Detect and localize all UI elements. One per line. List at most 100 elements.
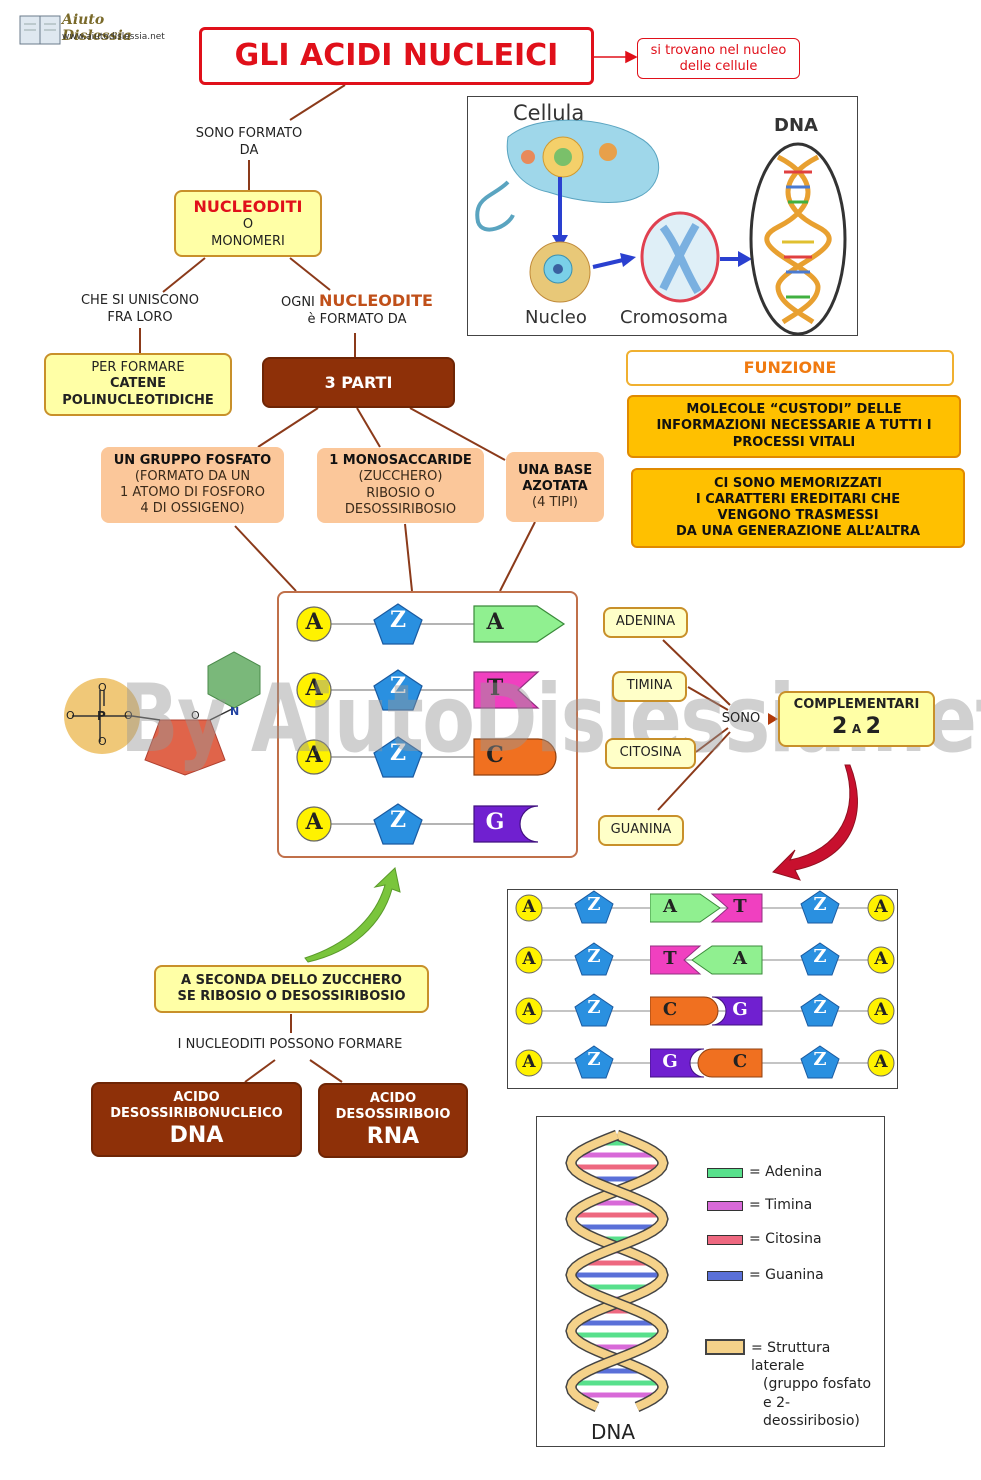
dna-legend-box: DNA = Adenina = Timina = Citosina = Guan… — [536, 1116, 885, 1447]
catene-line3: POLINUCLEOTIDICHE — [62, 392, 214, 408]
complementari-line2: 2 A 2 — [832, 713, 881, 741]
funzione-line: PROCESSI VITALI — [732, 434, 856, 450]
sugar-letter: Z — [813, 997, 827, 1018]
logo: Aiuto Dislessia www.aiutodislessia.net — [18, 10, 178, 50]
nucleotidi-monomeri: MONOMERI — [211, 233, 285, 249]
sugar-letter: Z — [389, 607, 407, 633]
cell-illustration — [475, 119, 847, 336]
base-shape — [473, 605, 566, 643]
pair-right-letter: T — [733, 896, 747, 917]
pair-shapes — [650, 996, 763, 1026]
phosphate-letter: A — [305, 742, 323, 768]
sugar-letter: Z — [389, 807, 407, 833]
molecule-o: O — [98, 735, 107, 748]
helix-dna-label: DNA — [591, 1420, 636, 1444]
phosphate-circle — [296, 672, 332, 708]
page-title-text: GLI ACIDI NUCLEICI — [234, 38, 559, 74]
base-label: GUANINA — [610, 822, 672, 838]
sugar-pentagon — [574, 1045, 614, 1079]
base-label: CITOSINA — [619, 745, 682, 761]
phosphate-letter: A — [305, 675, 323, 701]
possono-label: I NUCLEODITI POSSONO FORMARE — [177, 1037, 403, 1052]
base-head2: AZOTATA — [522, 478, 588, 494]
zucchero-head: 1 MONOSACCARIDE — [329, 453, 472, 468]
phosphate-circle — [515, 894, 543, 922]
base-letter: A — [486, 609, 504, 635]
page-title: GLI ACIDI NUCLEICI — [199, 27, 594, 85]
legend-label: = Citosina — [749, 1231, 822, 1247]
struttura-line: = Struttura laterale — [751, 1340, 831, 1375]
sugar-letter: Z — [813, 1049, 827, 1070]
dna-box: ACIDO DESOSSIRIBONUCLEICO DNA — [91, 1082, 302, 1157]
cellula-label: Cellula — [513, 101, 585, 125]
ogni-label: OGNI NUCLEODITE è FORMATO DA — [262, 291, 452, 329]
legend-swatch — [707, 1168, 743, 1178]
pair-shapes — [650, 893, 763, 923]
complementari-n2: 2 — [865, 714, 881, 740]
phosphate-letter: A — [874, 897, 888, 917]
complementari-a: A — [851, 722, 862, 737]
base-adenina: ADENINA — [603, 607, 688, 638]
funzione-title-box: FUNZIONE — [626, 350, 954, 386]
ogni-line: OGNI NUCLEODITE — [262, 291, 452, 312]
phosphate-circle — [515, 997, 543, 1025]
catene-line2: CATENE — [109, 376, 167, 392]
pair-shapes — [650, 1048, 763, 1078]
fosfato-head: UN GRUPPO FOSFATO — [113, 452, 272, 468]
title-note-line: delle cellule — [679, 58, 758, 74]
phosphate-letter: A — [874, 1052, 888, 1072]
base-shape — [473, 738, 557, 776]
zucchero-line: RIBOSIO O — [366, 485, 435, 501]
pair-right-letter: G — [732, 999, 748, 1020]
base-guanina: GUANINA — [598, 815, 684, 846]
sono-label: SONO — [721, 711, 761, 726]
base-line: (4 TIPI) — [532, 495, 578, 511]
sugar-letter: Z — [587, 1049, 601, 1070]
struttura-text: = Struttura laterale (gruppo fosfato e 2… — [751, 1339, 884, 1430]
struttura-swatch — [705, 1339, 745, 1355]
rna-box: ACIDO DESOSSIRIBOIO RNA — [318, 1083, 468, 1158]
legend-label: = Guanina — [749, 1267, 824, 1283]
legend-swatch — [707, 1201, 743, 1211]
catene-line1: PER FORMARE — [91, 360, 185, 376]
tre-parti-text: 3 PARTI — [324, 372, 393, 392]
sugar-letter: Z — [389, 673, 407, 699]
phosphate-circle — [867, 894, 895, 922]
zucchero-line: (ZUCCHERO) — [358, 469, 443, 485]
ogni-post: è FORMATO DA — [307, 311, 407, 327]
zucchero-box: 1 MONOSACCARIDE (ZUCCHERO) RIBOSIO O DES… — [317, 448, 484, 523]
molecule-o: O — [124, 709, 133, 722]
phosphate-circle — [515, 946, 543, 974]
sugar-letter: Z — [587, 946, 601, 967]
funzione-box-1: MOLECOLE “CUSTODI” DELLE INFORMAZIONI NE… — [627, 395, 961, 458]
molecule-o: O — [191, 709, 200, 722]
nucleotidi-o: O — [242, 217, 254, 233]
sugar-pentagon — [800, 890, 840, 924]
seconda-line: SE RIBOSIO O DESOSSIRIBOSIO — [177, 989, 406, 1004]
dna-line1: ACIDO — [173, 1089, 220, 1105]
funzione-line: DA UNA GENERAZIONE ALL’ALTRA — [675, 524, 921, 540]
legend-swatch — [707, 1235, 743, 1245]
pair-left-letter: T — [663, 948, 677, 969]
sugar-letter: Z — [813, 946, 827, 967]
label-line: CHE SI UNISCONO — [80, 293, 199, 308]
base-timina: TIMINA — [612, 671, 687, 702]
phosphate-circle — [296, 606, 332, 642]
struttura-line: (gruppo fosfato — [763, 1376, 872, 1393]
phosphate-letter: A — [305, 609, 323, 635]
base-citosina: CITOSINA — [605, 738, 696, 769]
catene-box: PER FORMARE CATENE POLINUCLEOTIDICHE — [44, 353, 232, 416]
label-line: SONO FORMATO — [195, 126, 303, 141]
phosphate-letter: A — [874, 949, 888, 969]
dna-line3: DNA — [169, 1123, 224, 1148]
base-shape — [473, 671, 540, 709]
sono-formato-label: SONO FORMATO DA — [185, 126, 313, 160]
phosphate-circle — [867, 946, 895, 974]
molecule-n: N — [230, 705, 240, 718]
legend-label: = Adenina — [749, 1164, 823, 1180]
phosphate-circle — [515, 1049, 543, 1077]
legend-swatch — [707, 1271, 743, 1281]
rna-line2: DESOSSIRIBOIO — [335, 1106, 451, 1122]
sugar-pentagon — [800, 942, 840, 976]
funzione-line: I CARATTERI EREDITARI CHE — [695, 491, 901, 507]
